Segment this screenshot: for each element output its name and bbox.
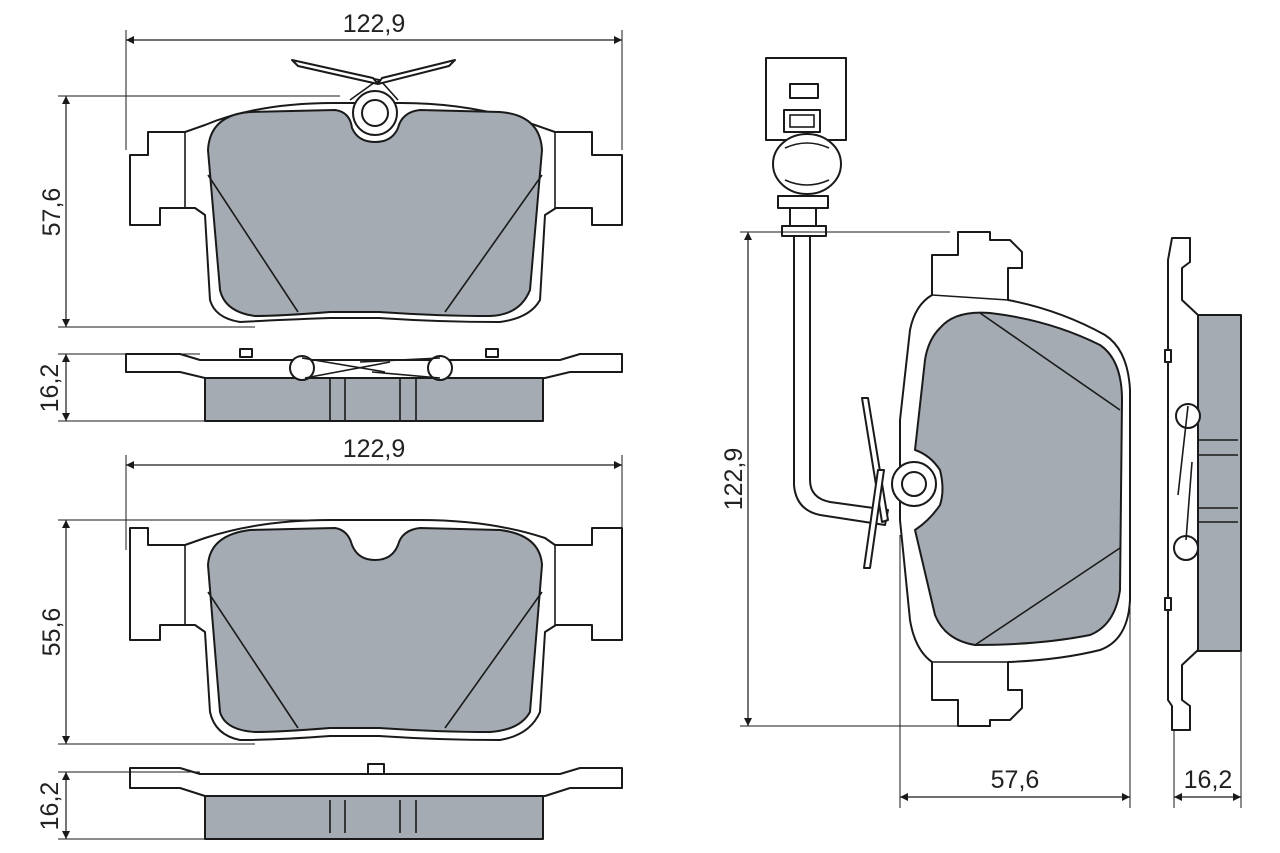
bottom-height-dimension: 55,6 [38,519,325,745]
right-pad-front-view [861,231,1131,727]
right-height-dimension: 122,9 [720,231,960,727]
bottom-side-backing-plate [129,767,623,797]
right-height-label: 122,9 [720,448,748,511]
right-width-label: 57,6 [991,766,1040,794]
top-pad-friction-lining [207,109,543,317]
right-side-friction-lining [1197,314,1242,652]
bottom-width-dimension: 122,9 [125,435,623,550]
top-pad-front-view [129,59,623,323]
bottom-pad-front-view [129,519,623,741]
wear-sensor [765,57,889,526]
bottom-pad-friction-lining [207,527,543,733]
bottom-side-thickness-dimension: 16,2 [36,771,205,840]
top-width-label: 122,9 [343,10,406,38]
bottom-pad-side-view [129,763,623,840]
top-side-thickness-label: 16,2 [36,364,64,413]
top-side-thickness-dimension: 16,2 [36,353,205,422]
bottom-side-friction-lining [204,795,544,840]
top-pad-side-view [125,348,623,422]
bottom-width-label: 122,9 [343,435,406,463]
right-side-thickness-label: 16,2 [1184,766,1233,794]
right-width-dimension: 57,6 [899,535,1131,808]
top-height-dimension: 57,6 [38,95,340,328]
top-side-friction-lining [204,377,544,422]
top-width-dimension: 122,9 [125,10,623,150]
top-side-backing-plate [125,353,623,379]
sensor-grommet [772,133,842,195]
bottom-side-thickness-label: 16,2 [36,782,64,831]
right-pad-friction-lining [914,311,1123,646]
bottom-height-label: 55,6 [38,608,66,657]
right-side-thickness-dimension: 16,2 [1173,651,1242,808]
sensor-cable [793,235,889,526]
right-pad-side-view [1164,237,1242,731]
right-side-backing-plate [1167,237,1199,731]
top-height-label: 57,6 [38,188,66,237]
